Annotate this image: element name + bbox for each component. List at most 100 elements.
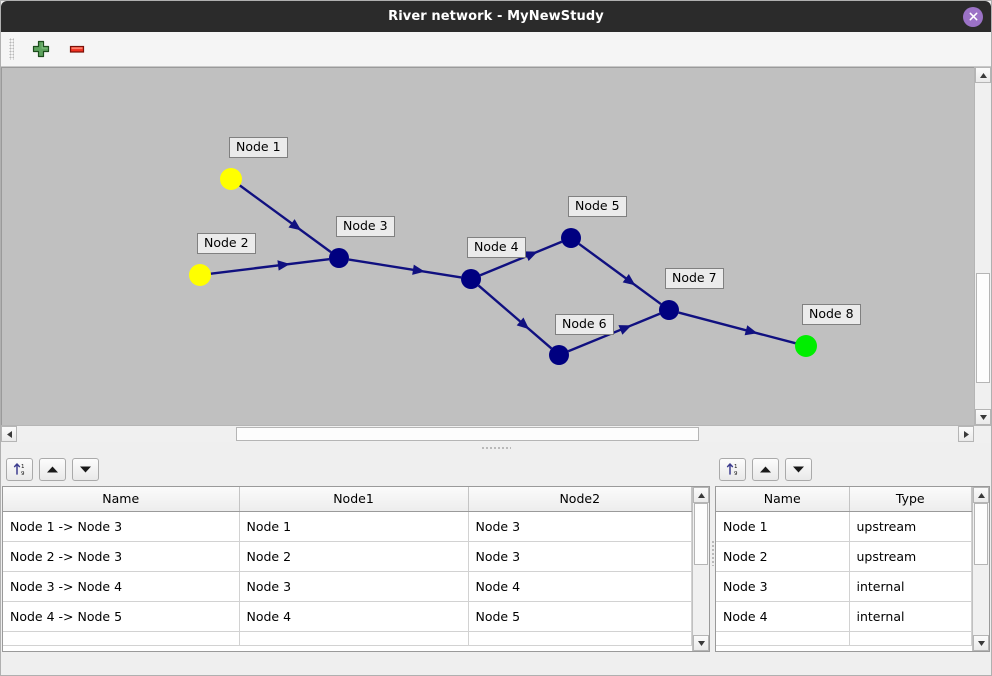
nodes-vscroll-thumb[interactable] xyxy=(974,503,988,565)
graph-edge[interactable] xyxy=(479,240,563,277)
table-cell[interactable]: Node 5 xyxy=(468,601,692,632)
graph-node-label-node-7[interactable]: Node 7 xyxy=(665,268,724,289)
reaches-column-header[interactable]: Name xyxy=(3,487,240,512)
table-cell[interactable]: Node 4 -> Node 5 xyxy=(3,601,240,632)
table-cell[interactable]: Node 4 xyxy=(239,601,469,632)
table-cell[interactable] xyxy=(849,631,972,646)
graph-node-label-node-3[interactable]: Node 3 xyxy=(336,216,395,237)
table-cell[interactable]: upstream xyxy=(849,511,972,542)
network-diagram-canvas[interactable]: Node 1 Node 2 Node 3 Node 4 Node 5 Node 6 Node… xyxy=(1,67,974,425)
scroll-up-icon[interactable] xyxy=(975,67,991,83)
move-reach-down-button[interactable] xyxy=(72,457,99,481)
table-cell[interactable]: Node 3 xyxy=(468,541,692,572)
graph-node-node-3[interactable] xyxy=(329,248,349,268)
graph-node-label-node-4[interactable]: Node 4 xyxy=(467,237,526,258)
nodes-column-header[interactable]: Type xyxy=(849,487,972,512)
reaches-vscroll-thumb[interactable] xyxy=(694,503,708,565)
table-cell[interactable]: Node 3 xyxy=(239,571,469,602)
reaches-vscroll-track[interactable] xyxy=(693,503,709,635)
table-cell[interactable]: Node 1 -> Node 3 xyxy=(3,511,240,542)
table-cell[interactable]: Node 4 xyxy=(468,571,692,602)
reaches-column-header[interactable]: Node1 xyxy=(239,487,469,512)
graph-node-node-7[interactable] xyxy=(659,300,679,320)
graph-edge[interactable] xyxy=(348,258,462,279)
reaches-scroll-down-icon[interactable] xyxy=(693,635,709,651)
graph-node-node-6[interactable] xyxy=(549,345,569,365)
graph-node-node-2[interactable] xyxy=(189,264,211,286)
canvas-vscroll-track[interactable] xyxy=(975,83,991,409)
move-node-down-button[interactable] xyxy=(785,457,812,481)
graph-edge[interactable] xyxy=(209,258,330,275)
reaches-vertical-scrollbar[interactable] xyxy=(692,487,709,651)
panel-splitter[interactable] xyxy=(1,442,991,452)
graph-node-label-node-1[interactable]: Node 1 xyxy=(229,137,288,158)
status-bar xyxy=(1,653,991,675)
sort-reaches-button[interactable]: 1 9 xyxy=(6,457,33,481)
table-cell[interactable] xyxy=(3,631,240,646)
graph-node-node-4[interactable] xyxy=(461,269,481,289)
table-row[interactable] xyxy=(3,631,692,646)
table-splitter[interactable] xyxy=(711,452,714,653)
add-node-button[interactable] xyxy=(30,38,52,60)
graph-edge[interactable] xyxy=(678,311,797,345)
canvas-vertical-scrollbar[interactable] xyxy=(974,67,991,425)
graph-node-label-node-8[interactable]: Node 8 xyxy=(802,304,861,325)
graph-edge[interactable] xyxy=(238,183,332,254)
table-cell[interactable]: Node 3 xyxy=(468,511,692,542)
nodes-vertical-scrollbar[interactable] xyxy=(972,487,989,651)
canvas-horizontal-scrollbar[interactable] xyxy=(1,425,991,443)
canvas-hscroll-track[interactable] xyxy=(17,426,958,442)
graph-node-label-node-5[interactable]: Node 5 xyxy=(568,196,627,217)
graph-node-label-node-2[interactable]: Node 2 xyxy=(197,233,256,254)
move-reach-up-button[interactable] xyxy=(39,457,66,481)
table-cell[interactable]: Node 4 xyxy=(716,601,850,632)
table-cell[interactable] xyxy=(716,631,850,646)
scroll-right-icon[interactable] xyxy=(958,426,974,442)
graph-node-node-8[interactable] xyxy=(795,335,817,357)
close-icon[interactable] xyxy=(963,6,983,27)
table-cell[interactable]: internal xyxy=(849,571,972,602)
nodes-column-header[interactable]: Name xyxy=(716,487,850,512)
nodes-scroll-up-icon[interactable] xyxy=(973,487,989,503)
graph-edge[interactable] xyxy=(477,284,553,350)
table-cell[interactable]: Node 3 -> Node 4 xyxy=(3,571,240,602)
nodes-scroll-down-icon[interactable] xyxy=(973,635,989,651)
reaches-scroll-up-icon[interactable] xyxy=(693,487,709,503)
table-cell[interactable]: Node 1 xyxy=(716,511,850,542)
table-cell[interactable]: Node 3 xyxy=(716,571,850,602)
graph-node-label-node-6[interactable]: Node 6 xyxy=(555,314,614,335)
remove-node-button[interactable] xyxy=(66,38,88,60)
nodes-vscroll-track[interactable] xyxy=(973,503,989,635)
table-cell[interactable]: internal xyxy=(849,601,972,632)
reaches-column-header[interactable]: Node2 xyxy=(468,487,692,512)
table-cell[interactable] xyxy=(468,631,692,646)
sort-nodes-button[interactable]: 1 9 xyxy=(719,457,746,481)
scroll-left-icon[interactable] xyxy=(1,426,17,442)
graph-node-node-1[interactable] xyxy=(220,168,242,190)
table-cell[interactable]: Node 1 xyxy=(239,511,469,542)
table-row[interactable] xyxy=(716,631,972,646)
table-cell[interactable]: Node 2 xyxy=(716,541,850,572)
graph-node-node-5[interactable] xyxy=(561,228,581,248)
graph-edge[interactable] xyxy=(567,312,661,353)
toolbar-drag-handle[interactable] xyxy=(9,38,14,60)
table-cell[interactable]: upstream xyxy=(849,541,972,572)
canvas-hscroll-thumb[interactable] xyxy=(236,427,699,441)
scroll-down-icon[interactable] xyxy=(975,409,991,425)
table-cell[interactable]: Node 2 xyxy=(239,541,469,572)
table-cell[interactable] xyxy=(239,631,469,646)
table-cell[interactable]: Node 2 -> Node 3 xyxy=(3,541,240,572)
canvas-vscroll-thumb[interactable] xyxy=(976,273,990,383)
graph-edge[interactable] xyxy=(578,242,662,306)
move-node-up-button[interactable] xyxy=(752,457,779,481)
